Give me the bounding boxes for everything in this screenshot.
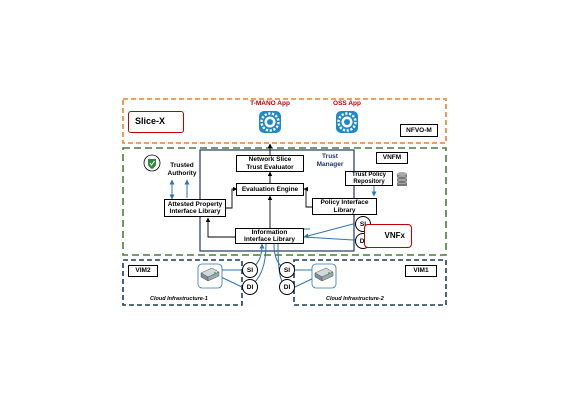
trust-policy-repo-label: Trust Policy Repository [351,171,386,185]
vim2-label: VIM2 [135,267,151,275]
information-interface-box: Information Interface Library [235,228,304,244]
vim2-si-node: SI [242,262,258,278]
server-icon [197,263,223,289]
oss-app-label: OSS App [333,100,361,107]
vnfm-region [122,147,447,256]
database-icon [396,172,408,186]
vnfm-box: VNFM [376,152,408,164]
vim2-region [122,259,243,306]
cloud-infra-2-label: Cloud Infrastructure-2 [326,296,384,302]
policy-interface-box: Policy Interface Library [312,198,377,215]
nfvo-m-label: NFVO-M [406,126,432,134]
nst-evaluator-box: Network Slice Trust Evaluator [236,155,304,172]
policy-interface-label: Policy Interface Library [320,199,369,214]
nst-evaluator-label: Network Slice Trust Evaluator [246,156,294,171]
tmano-app-label: T-MANO App [250,100,290,107]
trust-manager-label: Trust Manager [316,153,344,168]
vnfx-box: VNFx [364,224,412,248]
oss-gear-icon [336,111,358,133]
trusted-authority-label: Trusted Authority [167,162,197,177]
vnfm-label: VNFM [382,154,402,162]
vim1-di-node: DI [279,279,295,295]
nfvo-m-box: NFVO-M [400,124,438,137]
server-icon [311,263,337,289]
attested-property-box: Attested Property Interface Library [164,199,226,217]
vim2-box: VIM2 [128,265,158,277]
vim1-box: VIM1 [405,265,437,277]
slice-x-box: Slice-X [128,111,184,133]
attested-property-label: Attested Property Interface Library [167,200,223,216]
shield-icon [143,154,161,172]
vim2-di-node: DI [242,279,258,295]
nfvo-region [122,98,447,144]
trust-policy-repo-box: Trust Policy Repository [345,171,393,186]
vim1-label: VIM1 [413,267,429,275]
tmano-gear-icon [259,111,281,133]
slice-x-label: Slice-X [135,116,166,127]
vnfx-label: VNFx [384,231,405,241]
evaluation-engine-box: Evaluation Engine [236,183,304,196]
information-interface-label: Information Interface Library [244,228,295,244]
cloud-infra-1-label: Cloud Infrastructure-1 [150,296,208,302]
evaluation-engine-label: Evaluation Engine [241,185,299,193]
vim1-si-node: SI [279,262,295,278]
